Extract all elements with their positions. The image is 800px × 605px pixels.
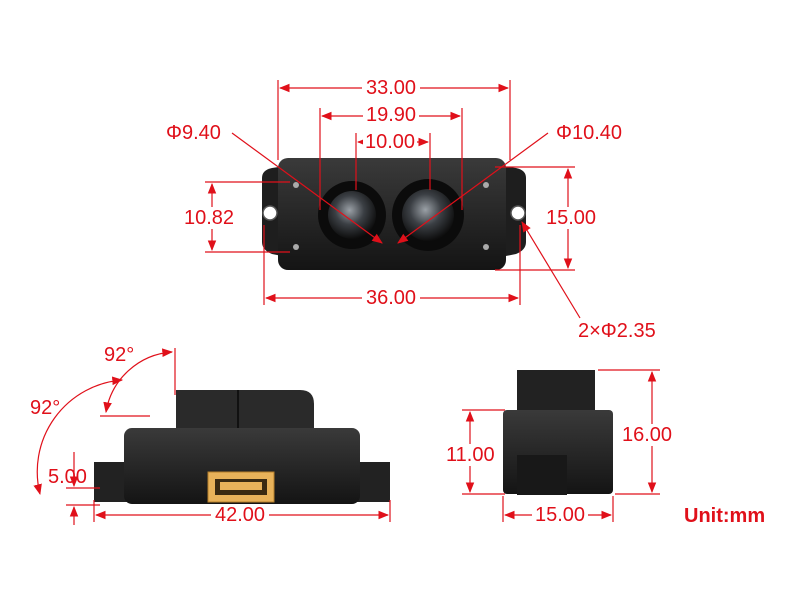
connector-icon: [207, 471, 275, 503]
front-view-device: [262, 158, 526, 270]
bottom-view-device: [94, 390, 390, 504]
dim-lens-span: 19.90: [363, 104, 420, 126]
dim-lens-gap: 10.00: [363, 131, 418, 153]
dim-hole-span: 36.00: [362, 287, 421, 309]
dim-fov-vertical: 92°: [30, 397, 61, 419]
dim-top-width: 33.00: [362, 77, 421, 99]
dim-side-total-height: 16.00: [622, 424, 673, 446]
dim-mount-hole: 2×Φ2.35: [578, 320, 656, 342]
dim-flange-height: 15.00: [546, 207, 597, 229]
dim-overall-length: 42.00: [211, 504, 270, 526]
unit-label: Unit:mm: [684, 505, 766, 527]
dim-side-depth: 15.00: [532, 504, 589, 526]
dim-lens-right-diameter: Φ10.40: [556, 122, 623, 144]
side-view-device: [503, 370, 613, 495]
dim-lens-left-diameter: Φ9.40: [166, 122, 221, 144]
dim-body-height: 10.82: [184, 207, 235, 229]
dim-side-body-height: 11.00: [446, 444, 495, 466]
dim-flange-thickness: 5.00: [48, 466, 87, 488]
dim-fov-horizontal: 92°: [104, 344, 135, 366]
